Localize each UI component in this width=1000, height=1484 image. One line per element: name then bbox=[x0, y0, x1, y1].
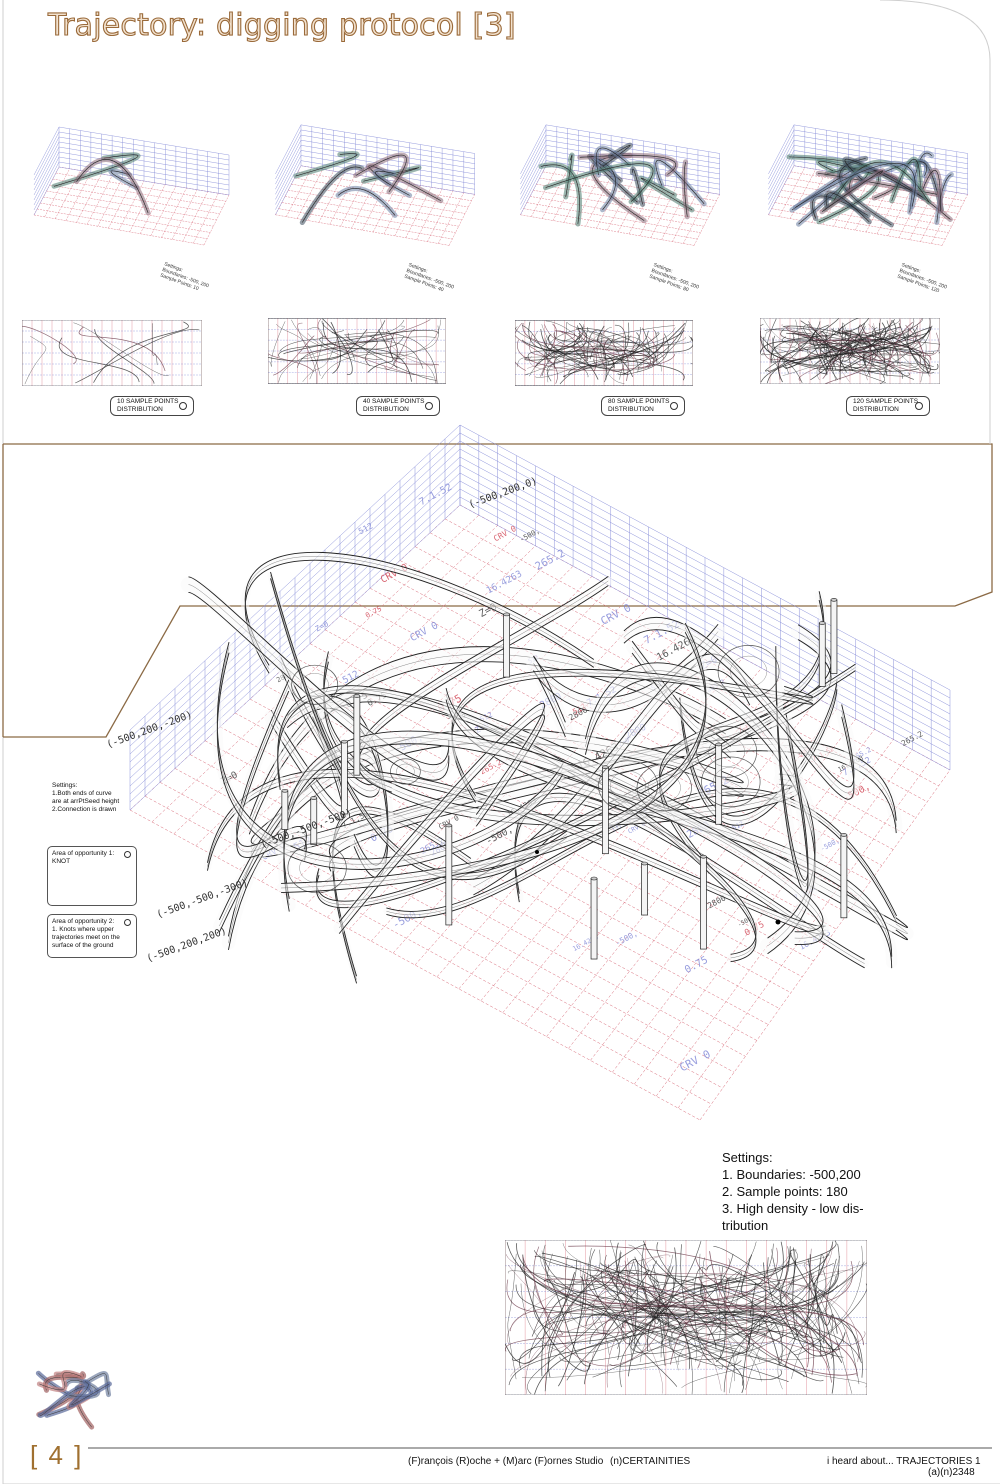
footer-right-2: (a)(n)2348 bbox=[928, 1467, 975, 1478]
svg-text:Z=0: Z=0 bbox=[314, 619, 331, 634]
distribution-view-4 bbox=[760, 318, 940, 384]
sample-points-label-3: 80 SAMPLE POINTS DISTRIBUTION bbox=[601, 396, 685, 416]
distribution-view-2 bbox=[268, 318, 446, 384]
circle-icon bbox=[670, 402, 678, 410]
page-number: [ 4 ] bbox=[30, 1440, 84, 1470]
svg-text:(-500,200,0): (-500,200,0) bbox=[467, 476, 539, 511]
svg-text:(-500,200,200): (-500,200,200) bbox=[145, 926, 228, 965]
svg-text:16.4263: 16.4263 bbox=[485, 569, 524, 597]
footer-studio: (F)rançois (R)oche + (M)arc (F)ornes Stu… bbox=[408, 1456, 604, 1467]
settings-heading: Settings: bbox=[722, 1150, 773, 1165]
sample-points-label-2: 40 SAMPLE POINTS DISTRIBUTION bbox=[356, 396, 440, 416]
svg-text:-500,: -500, bbox=[614, 929, 639, 948]
thumbnail-3d-1: Settings:Boundaries: -500, 200Sample Poi… bbox=[33, 126, 230, 290]
svg-text:512: 512 bbox=[357, 520, 375, 536]
sample-points-label-4: 120 SAMPLE POINTS DISTRIBUTION bbox=[846, 396, 930, 416]
page-title: Trajectory: digging protocol [3] bbox=[47, 7, 516, 43]
svg-text:CRV 0: CRV 0 bbox=[492, 524, 518, 543]
sample-points-label-1: 10 SAMPLE POINTS DISTRIBUTION bbox=[110, 396, 194, 416]
circle-icon bbox=[124, 919, 131, 926]
svg-text:0.75: 0.75 bbox=[683, 955, 710, 976]
svg-text:0.75: 0.75 bbox=[364, 604, 384, 620]
svg-text:CRV 0: CRV 0 bbox=[677, 1047, 712, 1074]
svg-text:(-500,200,-200): (-500,200,-200) bbox=[105, 710, 194, 751]
thumbnail-3d-2: Settings:Boundaries: -500, 200Sample Poi… bbox=[275, 124, 475, 292]
opportunity-box-2: Area of opportunity 2: 1. Knots where up… bbox=[47, 914, 137, 958]
footer-right-1: i heard about... TRAJECTORIES 1 bbox=[827, 1456, 981, 1467]
svg-text:7.1.52: 7.1.52 bbox=[418, 482, 455, 508]
svg-text:-500,: -500, bbox=[518, 526, 541, 544]
circle-icon bbox=[425, 402, 433, 410]
distribution-view-1 bbox=[22, 320, 202, 386]
settings-item-4: tribution bbox=[722, 1218, 769, 1233]
thumbnail-3d-4: Settings:Boundaries: -500, 200Sample Poi… bbox=[768, 124, 968, 292]
large-distribution-view bbox=[505, 1240, 867, 1395]
thumbnail-3d-3: Settings:Boundaries: -500, 200Sample Poi… bbox=[520, 124, 720, 292]
svg-text:265.2: 265.2 bbox=[533, 546, 567, 572]
knot-logo-icon bbox=[35, 1369, 112, 1430]
circle-icon bbox=[179, 402, 187, 410]
circle-icon bbox=[915, 402, 923, 410]
footer-series: (n)CERTAINITIES bbox=[610, 1456, 691, 1467]
settings-item-3: 3. High density - low dis- bbox=[722, 1201, 864, 1216]
distribution-view-3 bbox=[515, 320, 693, 386]
opportunity-box-1: Area of opportunity 1: KNOT bbox=[47, 846, 137, 906]
settings-item-1: 1. Boundaries: -500,200 bbox=[722, 1167, 861, 1182]
svg-text:CRV 0: CRV 0 bbox=[598, 601, 633, 628]
circle-icon bbox=[124, 851, 131, 858]
settings-block: Settings: 1. Boundaries: -500,200 2. Sam… bbox=[722, 1149, 864, 1234]
svg-text:CRV 0: CRV 0 bbox=[408, 620, 440, 644]
settings-item-2: 2. Sample points: 180 bbox=[722, 1184, 848, 1199]
main-settings-note: Settings: 1.Both ends of curve are at ar… bbox=[52, 782, 120, 813]
main-trajectory-diagram: CRV 016.4263-500,28007.1.52512Z=0265.20.… bbox=[105, 424, 951, 1121]
